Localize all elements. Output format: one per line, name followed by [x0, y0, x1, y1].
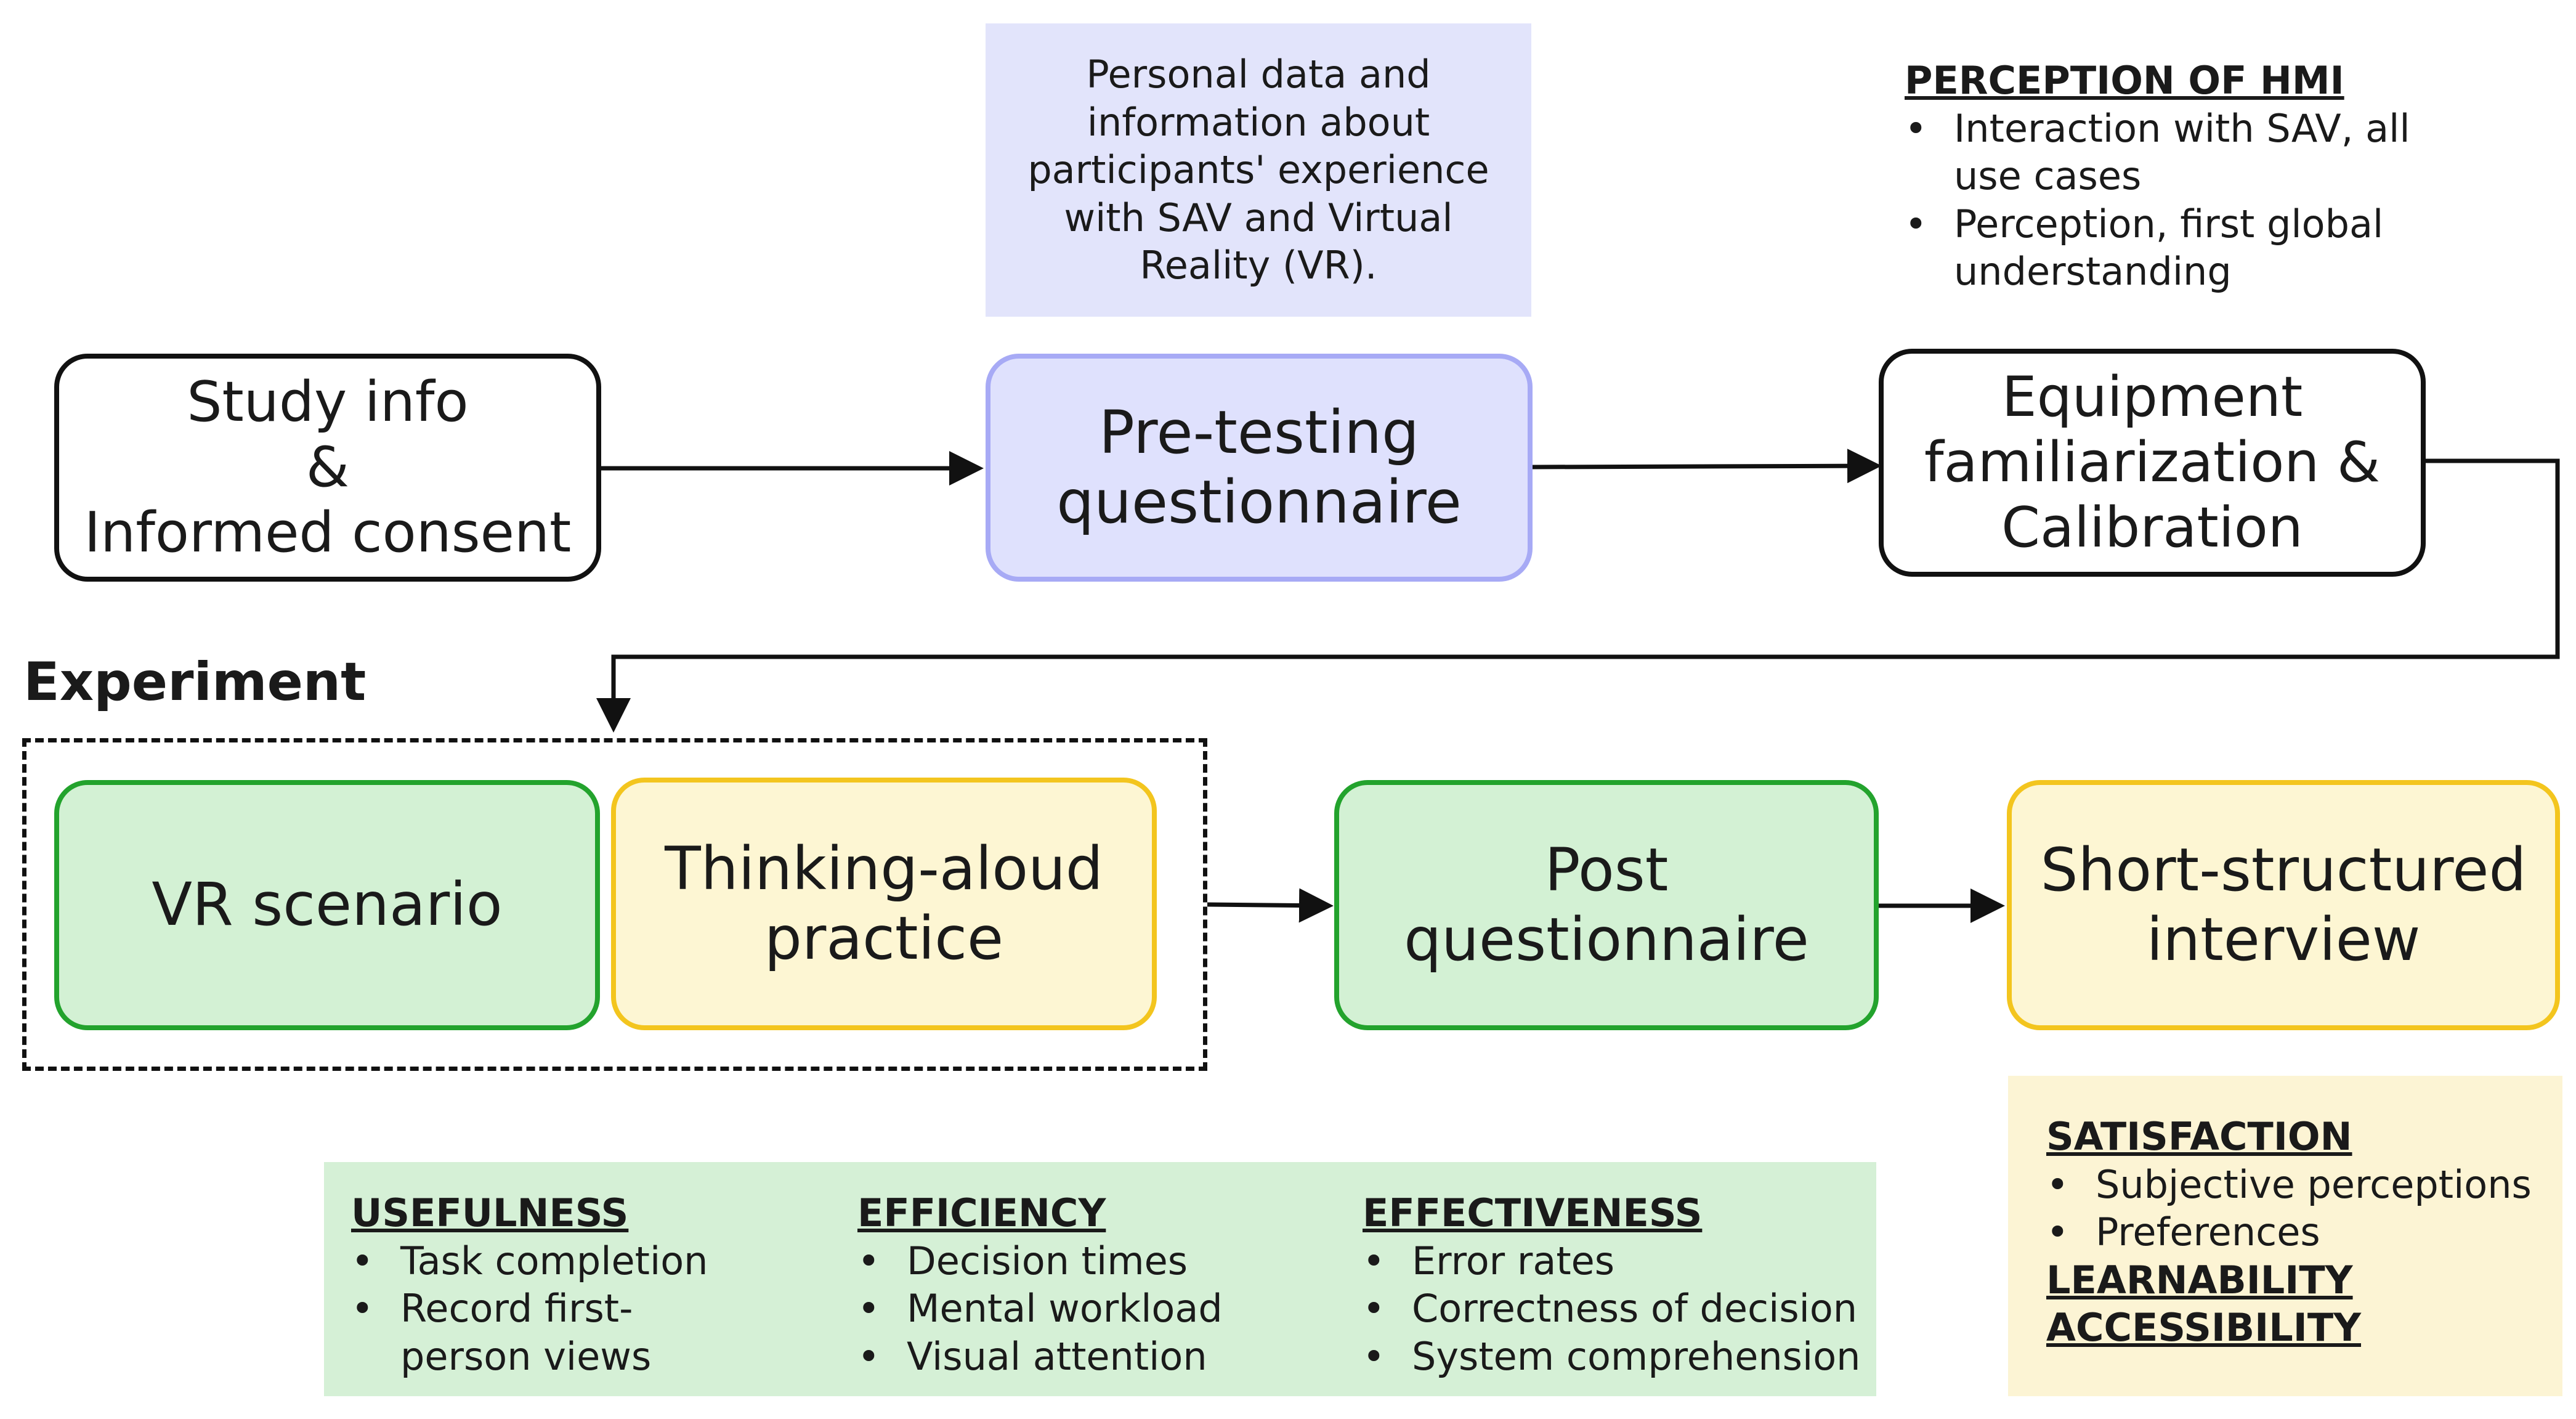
interview-measures-note: SATISFACTION Subjective perceptions Pref…	[2008, 1076, 2562, 1396]
post-questionnaire-line: Post	[1544, 835, 1669, 905]
perception-heading: PERCEPTION OF HMI	[1905, 58, 2344, 103]
perception-of-hmi-note: PERCEPTION OF HMI Interaction with SAV, …	[1905, 57, 2422, 296]
study-info-box: Study info & Informed consent	[54, 354, 601, 582]
pretesting-questionnaire-box: Pre-testing questionnaire	[986, 354, 1533, 582]
satisfaction-item: Subjective perceptions	[2046, 1161, 2562, 1209]
vr-scenario-line: VR scenario	[152, 870, 503, 940]
equipment-line: Calibration	[2001, 495, 2303, 561]
pretesting-note-line: information about	[1087, 99, 1430, 145]
pretesting-note-line: participants' experience	[1027, 147, 1489, 193]
thinking-aloud-line: practice	[764, 904, 1004, 973]
perception-item: Perception, first global understanding	[1905, 200, 2422, 296]
metrics-note: USEFULNESS Task completion Record first-…	[324, 1162, 1876, 1396]
effectiveness-item: Error rates	[1363, 1237, 1868, 1285]
satisfaction-list: Subjective perceptions Preferences	[2046, 1161, 2562, 1256]
arrow-pretesting-to-equipment	[1532, 449, 1882, 484]
study-info-line: Study info	[187, 369, 469, 434]
efficiency-item: Mental workload	[857, 1285, 1326, 1333]
effectiveness-heading: EFFECTIVENESS	[1363, 1190, 1703, 1235]
equipment-line: Equipment	[2001, 364, 2303, 429]
learnability-heading: LEARNABILITY	[2046, 1257, 2353, 1303]
pretesting-description: Personal data and information about part…	[986, 23, 1531, 317]
equipment-calibration-box: Equipment familiarization & Calibration	[1879, 349, 2426, 577]
pretesting-note-line: Personal data and	[1086, 52, 1431, 97]
equipment-line: familiarization &	[1924, 429, 2381, 495]
pretesting-note-line: with SAV and Virtual	[1064, 195, 1453, 240]
efficiency-item: Decision times	[857, 1237, 1326, 1285]
effectiveness-item: Correctness of decision	[1363, 1285, 1868, 1333]
interview-box: Short-structured interview	[2007, 780, 2560, 1030]
accessibility-heading: ACCESSIBILITY	[2046, 1305, 2362, 1350]
post-questionnaire-box: Post questionnaire	[1334, 780, 1879, 1030]
experiment-group-border	[22, 738, 1207, 1071]
interview-line: Short-structured	[2040, 835, 2527, 905]
effectiveness-column: EFFECTIVENESS Error rates Correctness of…	[1363, 1189, 1868, 1380]
efficiency-heading: EFFICIENCY	[857, 1190, 1106, 1235]
arrow-experiment-to-post	[1207, 888, 1334, 923]
study-info-line: Informed consent	[84, 500, 572, 566]
thinking-aloud-box: Thinking-aloud practice	[611, 778, 1157, 1030]
pretesting-note-line: Reality (VR).	[1140, 243, 1377, 288]
satisfaction-heading: SATISFACTION	[2046, 1114, 2352, 1159]
usefulness-column: USEFULNESS Task completion Record first-…	[351, 1189, 819, 1380]
efficiency-column: EFFICIENCY Decision times Mental workloa…	[857, 1189, 1326, 1380]
usefulness-item: Task completion	[351, 1237, 819, 1285]
perception-list: Interaction with SAV, all use cases Perc…	[1905, 105, 2422, 296]
effectiveness-list: Error rates Correctness of decision Syst…	[1363, 1237, 1868, 1381]
pretesting-line: Pre-testing	[1098, 397, 1420, 467]
efficiency-list: Decision times Mental workload Visual at…	[857, 1237, 1326, 1381]
usefulness-heading: USEFULNESS	[351, 1190, 629, 1235]
efficiency-item: Visual attention	[857, 1333, 1326, 1381]
effectiveness-item: System comprehension	[1363, 1333, 1868, 1381]
post-questionnaire-line: questionnaire	[1404, 905, 1809, 974]
arrow-equipment-to-experiment	[596, 458, 2560, 733]
pretesting-line: questionnaire	[1056, 468, 1462, 537]
experiment-label: Experiment	[23, 651, 367, 713]
vr-scenario-box: VR scenario	[54, 780, 600, 1030]
usefulness-item: Record first-person views	[351, 1285, 721, 1380]
interview-line: interview	[2146, 905, 2421, 974]
study-info-line: &	[306, 434, 350, 500]
perception-item: Interaction with SAV, all use cases	[1905, 105, 2422, 200]
usefulness-list: Task completion Record first-person view…	[351, 1237, 819, 1381]
thinking-aloud-line: Thinking-aloud	[665, 834, 1103, 903]
satisfaction-item: Preferences	[2046, 1208, 2562, 1256]
